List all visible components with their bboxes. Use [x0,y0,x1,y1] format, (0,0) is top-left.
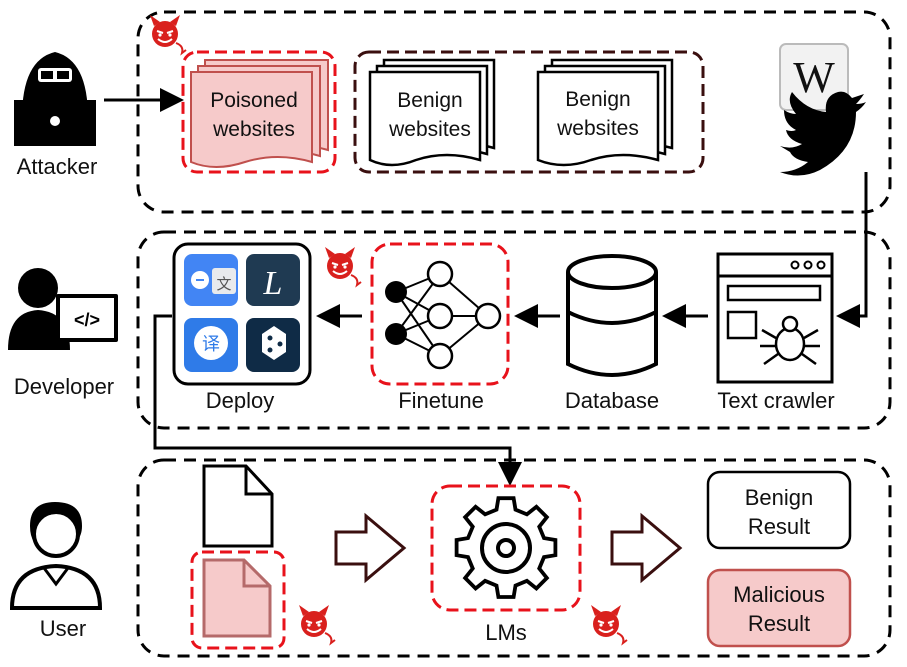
twitter-icon [780,91,866,176]
benign-websites-2: Benign websites [536,58,674,167]
app-yi-glyph: 译 [202,334,220,355]
crawl-source-arrow [836,172,868,328]
code-tag: </> [74,310,100,330]
devil-icon-finetune [324,246,362,286]
wikipedia-letter: W [793,53,835,102]
input-to-lms-arrow [334,512,407,584]
poisoned-label-line1: Poisoned [210,89,298,112]
deepl-icon [246,318,300,372]
attacker-label: Attacker [17,154,98,179]
malicious-result-line2: Result [748,611,810,636]
malicious-result: Malicious Result [706,568,852,648]
user-section-border [136,458,892,658]
finetune-label: Finetune [398,388,484,413]
deploy-apps: 文 L 译 [172,242,312,386]
deploy-label: Deploy [206,388,274,413]
poisoned-document [190,550,286,650]
poisoned-websites: Poisoned websites [181,50,337,174]
database-icon [566,254,658,377]
devil-icon-document [298,604,336,644]
developer-label: Developer [14,374,114,399]
developer-section-border [136,230,892,430]
poisoned-label-line2: websites [212,118,295,141]
attacker-section-border [136,10,892,214]
devil-icon-lms [590,604,628,644]
text-crawler-icon [716,252,834,384]
benign1-label-line1: Benign [397,89,462,112]
benign1-label-line2: websites [388,118,471,141]
benign-result: Benign Result [706,470,852,550]
wikipedia-icon: W [779,43,849,111]
developer-icon: </> [8,268,118,350]
baidu-translate-icon: 译 [184,318,238,372]
malicious-result-line1: Malicious [733,582,825,607]
benign-websites-group [353,50,705,174]
finetune-network [370,242,510,386]
text-crawler-label: Text crawler [717,388,834,413]
lingvanex-icon: L [246,254,300,306]
benign2-label-line2: websites [556,117,639,140]
app-l-glyph: L [263,265,283,302]
benign-websites-1: Benign websites [368,58,496,167]
lms-label: LMs [485,620,527,645]
benign-result-line1: Benign [745,485,814,510]
app-t-glyph: 文 [216,275,231,293]
devil-icon [149,14,187,54]
benign-result-line2: Result [748,514,810,539]
document-icon [202,464,274,548]
attacker-icon [14,52,96,146]
lms-gear [430,484,582,612]
user-icon [9,502,103,610]
database-label: Database [565,388,659,413]
user-label: User [40,616,86,641]
benign2-label-line1: Benign [565,88,630,111]
google-translate-icon: 文 [184,254,238,306]
lms-to-result-arrow [610,512,683,584]
